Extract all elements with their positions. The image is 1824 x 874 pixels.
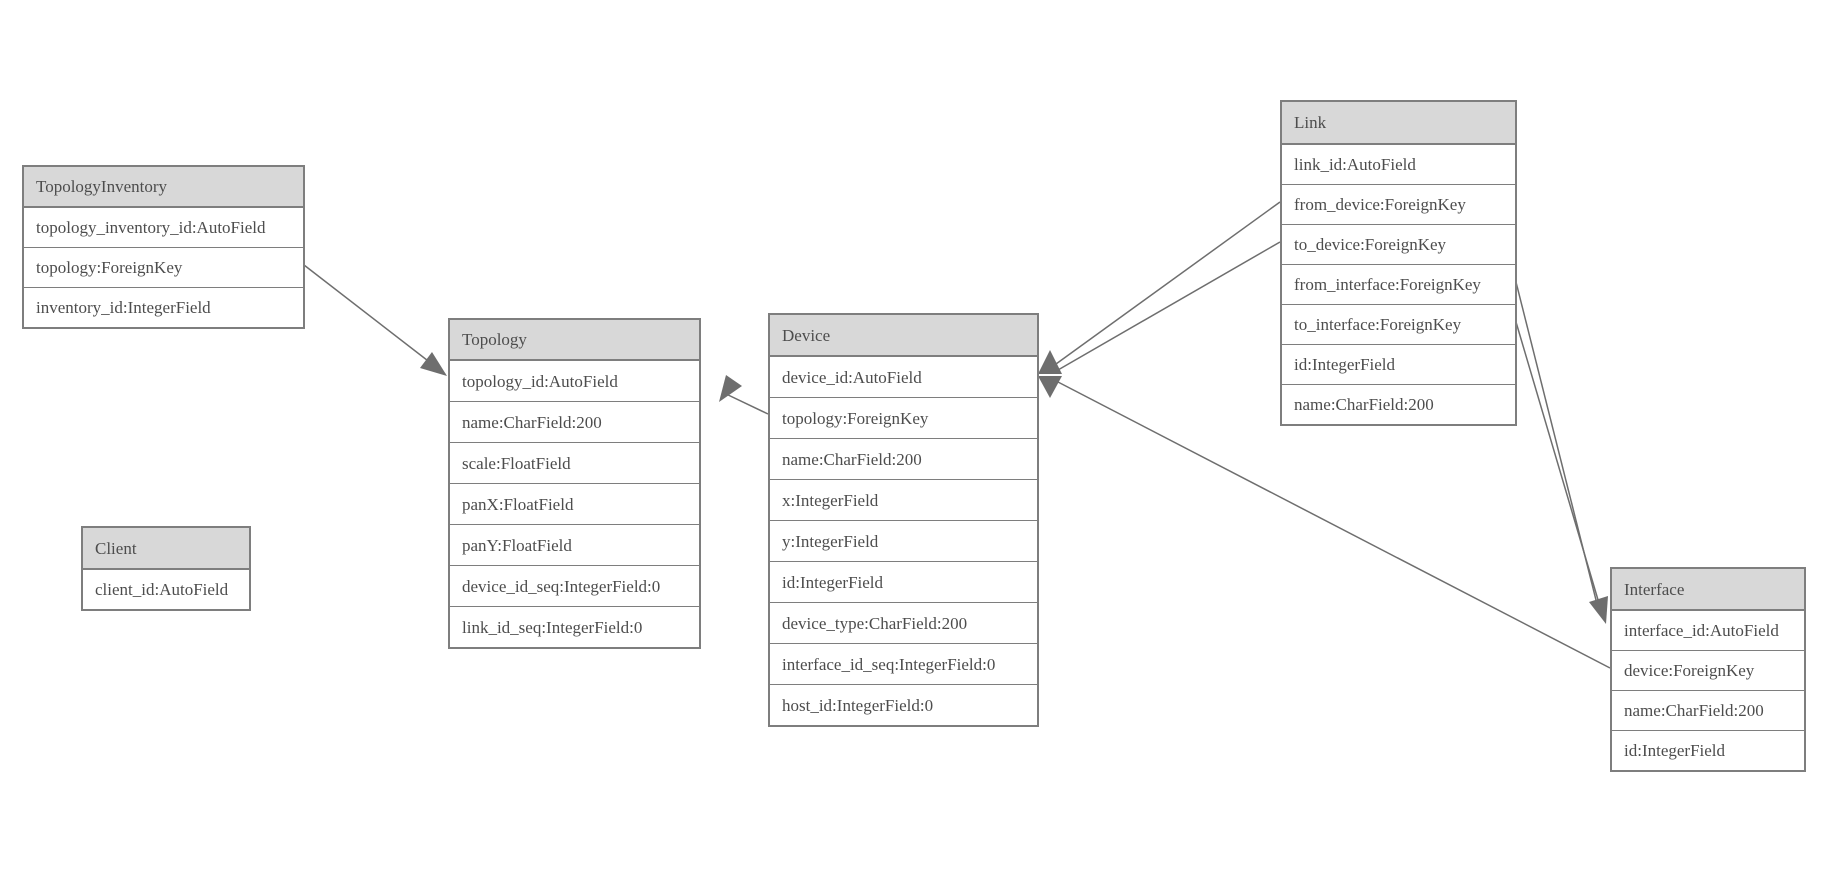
entity-interface-field-row: device:ForeignKey (1612, 650, 1804, 690)
entity-topology-field-row: name:CharField:200 (450, 401, 699, 442)
entity-topology-field-row: topology_id:AutoField (450, 360, 699, 401)
relation-line-link-to_device-to-device (1057, 241, 1281, 371)
entity-topology-field-row: scale:FloatField (450, 442, 699, 483)
entity-link-field-row: from_interface:ForeignKey (1282, 264, 1515, 304)
arrowhead-at-device-lower (1038, 376, 1062, 398)
entity-link-field-row: link_id:AutoField (1282, 144, 1515, 184)
entity-device-field-row: id:IntegerField (770, 561, 1037, 602)
entity-client-title: Client (83, 528, 249, 569)
entity-device-field-row: interface_id_seq:IntegerField:0 (770, 643, 1037, 684)
entity-link-field-row: name:CharField:200 (1282, 384, 1515, 424)
entity-topology-title: Topology (450, 320, 699, 360)
entity-device-field-row: host_id:IntegerField:0 (770, 684, 1037, 725)
entity-topology-inventory-field-row: topology_inventory_id:AutoField (24, 207, 303, 247)
entity-device-field-row: y:IntegerField (770, 520, 1037, 561)
entity-device-field-row: device_type:CharField:200 (770, 602, 1037, 643)
entity-interface-field-row: interface_id:AutoField (1612, 610, 1804, 650)
entity-topology-field-row: panX:FloatField (450, 483, 699, 524)
entity-topology-field-row: panY:FloatField (450, 524, 699, 565)
relation-line-interface-device-to-device (1057, 381, 1611, 669)
relation-line-link-from_device-to-device (1055, 201, 1281, 365)
relation-line-topologyinventory-topology-to-topology (303, 264, 446, 375)
entity-link-field-row: from_device:ForeignKey (1282, 184, 1515, 224)
entity-interface-field-row: id:IntegerField (1612, 730, 1804, 770)
arrowhead-at-topology-right (719, 375, 742, 402)
arrowhead-at-interface-left (1589, 596, 1608, 624)
entity-topology-field-row: device_id_seq:IntegerField:0 (450, 565, 699, 606)
relation-line-link-to_interface-to-interface (1515, 321, 1602, 611)
relation-line-device-topology-to-topology (723, 392, 769, 415)
entity-device-title: Device (770, 315, 1037, 356)
entity-link-title: Link (1282, 102, 1515, 144)
arrowhead-at-topology-left (420, 352, 447, 376)
entity-topology-field-row: link_id_seq:IntegerField:0 (450, 606, 699, 647)
entity-link-field-row: to_device:ForeignKey (1282, 224, 1515, 264)
entity-interface-title: Interface (1612, 569, 1804, 610)
entity-link-field-row: id:IntegerField (1282, 344, 1515, 384)
arrowhead-at-device-upper (1038, 350, 1062, 374)
entity-device-field-row: topology:ForeignKey (770, 397, 1037, 438)
entity-topology-inventory-field-row: inventory_id:IntegerField (24, 287, 303, 327)
entity-topology-inventory-title: TopologyInventory (24, 167, 303, 207)
entity-interface-field-row: name:CharField:200 (1612, 690, 1804, 730)
entity-client-field-row: client_id:AutoField (83, 569, 249, 609)
entity-device-field-row: x:IntegerField (770, 479, 1037, 520)
entity-link-field-row: to_interface:ForeignKey (1282, 304, 1515, 344)
entity-device-field-row: device_id:AutoField (770, 356, 1037, 397)
entity-topology-inventory-field-row: topology:ForeignKey (24, 247, 303, 287)
entity-device-field-row: name:CharField:200 (770, 438, 1037, 479)
